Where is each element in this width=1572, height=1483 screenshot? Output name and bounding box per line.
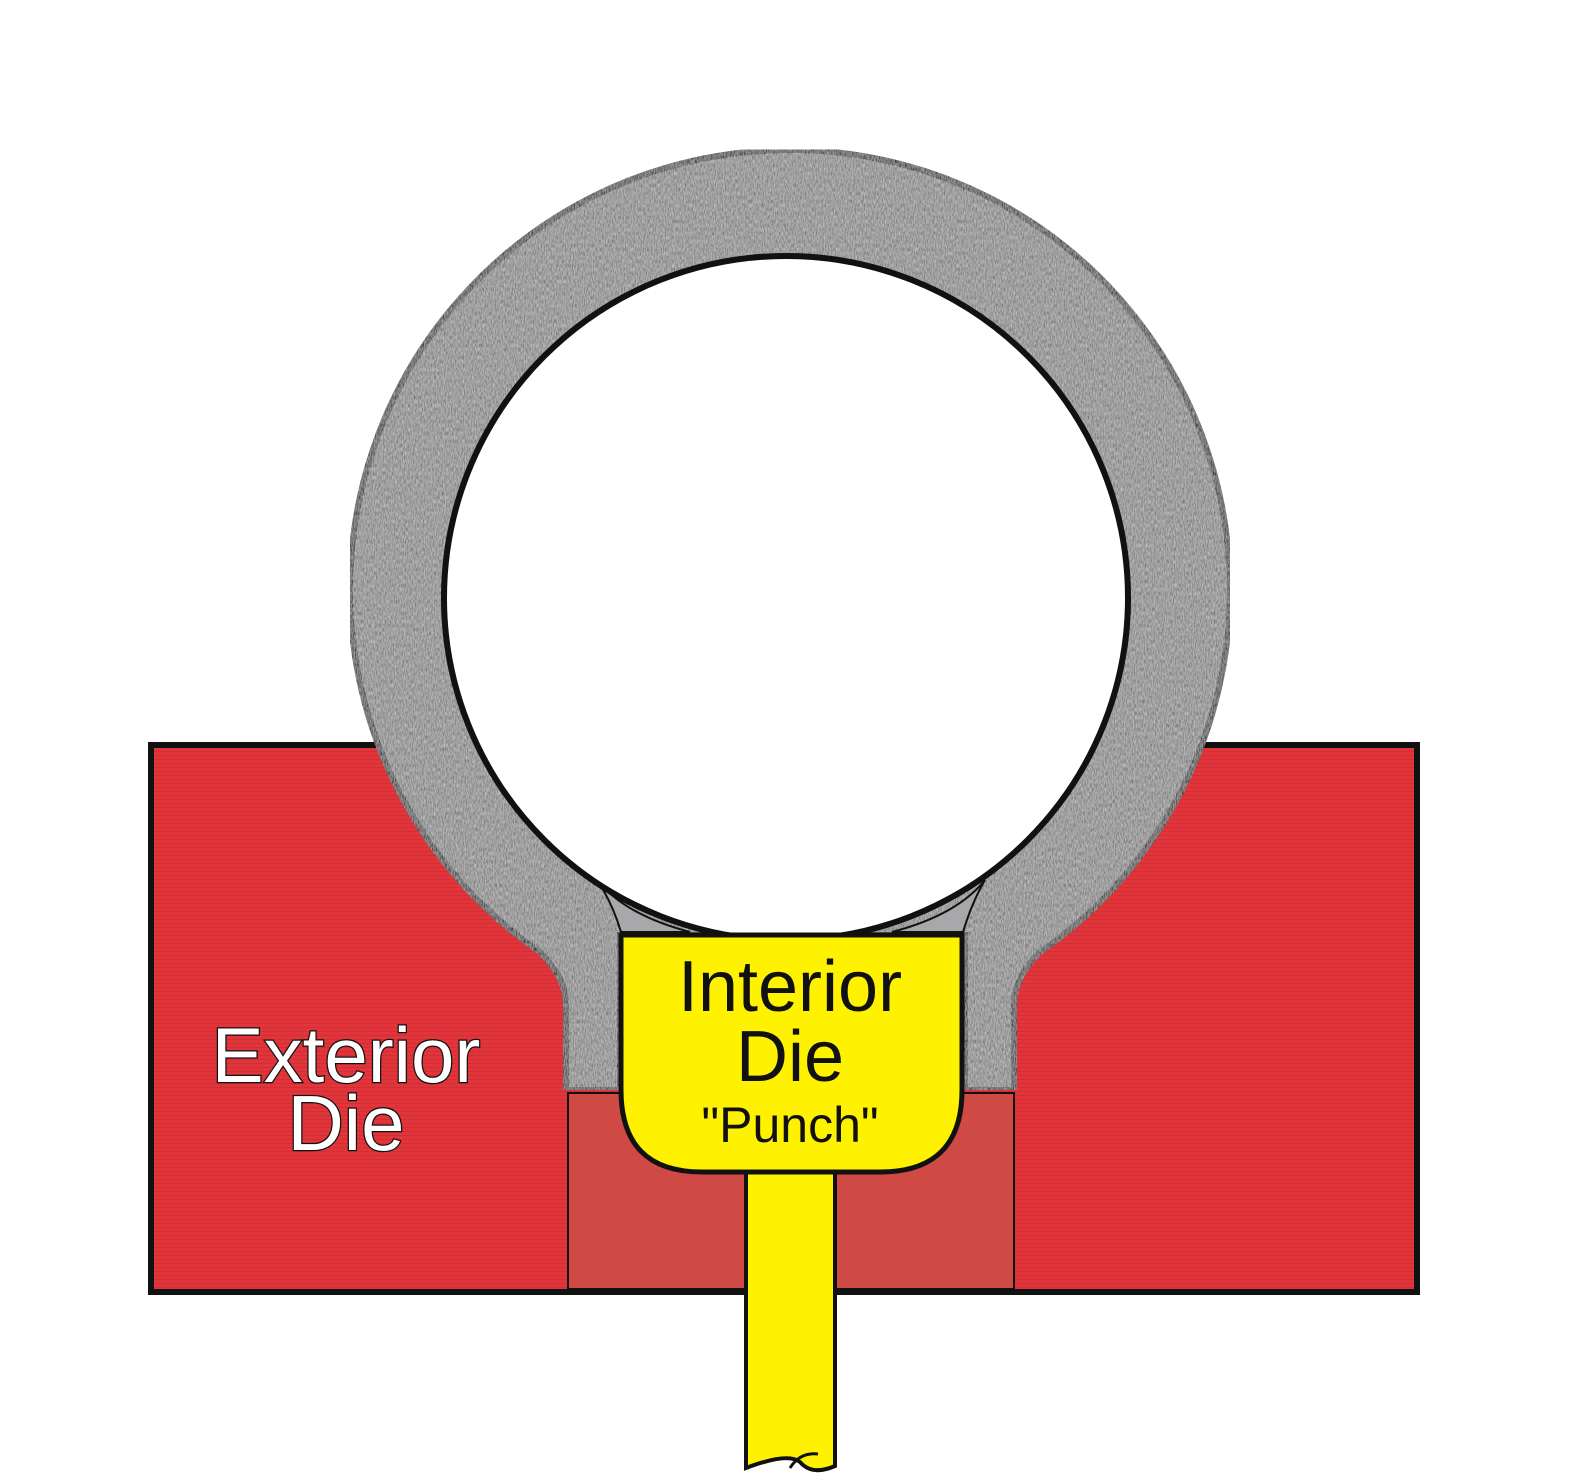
interior-die-label-punch: "Punch" [701,1097,878,1153]
exterior-die-label-line1: Exterior [212,1011,481,1099]
exterior-die-label-line2: Die [287,1079,404,1167]
punch-rod-break-line [788,1452,819,1469]
tube-gap-right [891,879,986,933]
punch-rod [744,1166,837,1473]
interior-die-label-line2: Die [736,1017,844,1097]
tube-gap-left [596,879,691,933]
tube-bore [441,253,1131,943]
interior-die-punch-head [618,932,965,1175]
interior-die-label-line1: Interior [678,947,902,1027]
